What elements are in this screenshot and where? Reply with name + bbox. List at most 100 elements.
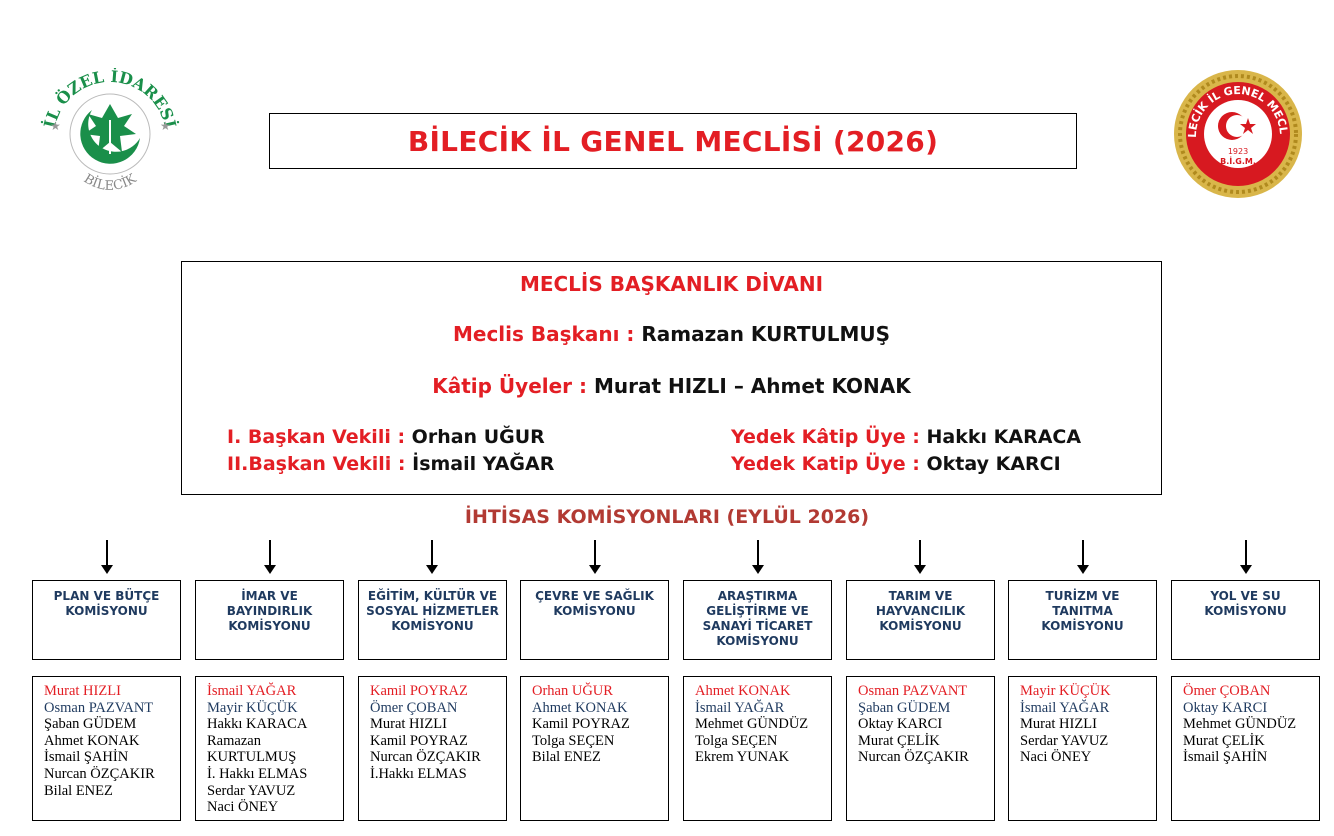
commission-arastirma-gelistirme: ARAŞTIRMA GELİŞTİRME VE SANAYİ TİCARET K… xyxy=(683,580,832,660)
seal-year: 1923 xyxy=(1228,147,1248,156)
bigm-seal-icon: BİLECİK İL GENEL MECLİSİ 1923 B.İ.G.M. xyxy=(1166,55,1302,198)
member-name: KURTULMUŞ xyxy=(207,749,297,766)
member-name: Mayir KÜÇÜK xyxy=(207,699,298,716)
baskan-vekili-1-value: Orhan UĞUR xyxy=(405,426,545,448)
member-name: Nurcan ÖZÇAKIR xyxy=(370,749,481,766)
member-name: İsmail YAĞAR xyxy=(207,683,297,699)
commission-name: ARAŞTIRMA GELİŞTİRME VE SANAYİ TİCARET K… xyxy=(702,589,813,648)
katip-uyeler-label: Kâtip Üyeler : xyxy=(432,374,588,398)
page-title: BİLECİK İL GENEL MECLİSİ (2026) xyxy=(407,124,939,158)
member-name: Mayir KÜÇÜK xyxy=(1020,683,1111,699)
meclis-baskanlik-divani: MECLİS BAŞKANLIK DİVANI Meclis Başkanı :… xyxy=(181,261,1162,495)
member-name: Şaban GÜDEM xyxy=(44,716,137,733)
arrow-down-icon xyxy=(1077,540,1089,574)
page-title-box: BİLECİK İL GENEL MECLİSİ (2026) xyxy=(269,113,1077,169)
commission-cevre-saglik: ÇEVRE VE SAĞLIK KOMİSYONU xyxy=(520,580,669,660)
members-plan-butce: Murat HIZLI Osman PAZVANT Şaban GÜDEM Ah… xyxy=(32,676,181,821)
member-name: Nurcan ÖZÇAKIR xyxy=(44,765,155,782)
baskan-vekili-2-label: II.Başkan Vekili : xyxy=(227,453,406,475)
member-name: Ömer ÇOBAN xyxy=(370,699,458,716)
member-name: İsmail YAĞAR xyxy=(695,699,785,716)
meclis-baskani-label: Meclis Başkanı : xyxy=(452,322,635,346)
svg-text:★: ★ xyxy=(160,119,171,133)
yedek-katip-2: Yedek Katip Üye : Oktay KARCI xyxy=(731,453,1061,475)
ihtisas-komisyonlari-heading: İHTİSAS KOMİSYONLARI (EYLÜL 2026) xyxy=(464,506,870,528)
yedek-katip-1-label: Yedek Kâtip Üye : xyxy=(731,426,920,448)
arrow-down-icon xyxy=(914,540,926,574)
member-name: İsmail YAĞAR xyxy=(1020,699,1110,716)
commission-egitim-kultur: EĞİTİM, KÜLTÜR VE SOSYAL HİZMETLER KOMİS… xyxy=(358,580,507,660)
member-name: Ömer ÇOBAN xyxy=(1183,683,1271,699)
member-name: Osman PAZVANT xyxy=(44,699,154,716)
arrow-down-icon xyxy=(752,540,764,574)
arrow-down-icon xyxy=(426,540,438,574)
member-name: Nurcan ÖZÇAKIR xyxy=(858,749,969,766)
member-name: Tolga SEÇEN xyxy=(532,732,615,749)
member-name: Ramazan xyxy=(207,732,261,749)
seal-abbr: B.İ.G.M. xyxy=(1220,156,1256,166)
commission-name: ÇEVRE VE SAĞLIK KOMİSYONU xyxy=(535,589,654,618)
member-name: Serdar YAVUZ xyxy=(207,782,296,799)
yedek-katip-1-value: Hakkı KARACA xyxy=(919,426,1082,448)
meclis-baskani-value: Ramazan KURTULMUŞ xyxy=(634,322,890,346)
katip-uyeler-value: Murat HIZLI – Ahmet KONAK xyxy=(587,374,911,398)
commission-imar-bayindirlik: İMAR VE BAYINDIRLIK KOMİSYONU xyxy=(195,580,344,660)
yedek-katip-2-value: Oktay KARCI xyxy=(919,453,1061,475)
member-name: Murat ÇELİK xyxy=(1183,732,1265,749)
member-name: Kamil POYRAZ xyxy=(532,716,630,733)
member-name: Bilal ENEZ xyxy=(532,749,601,766)
bigm-seal: BİLECİK İL GENEL MECLİSİ 1923 B.İ.G.M. xyxy=(1166,55,1306,202)
commission-name: EĞİTİM, KÜLTÜR VE SOSYAL HİZMETLER KOMİS… xyxy=(366,589,499,633)
yedek-katip-2-label: Yedek Katip Üye : xyxy=(731,453,920,475)
arrow-down-icon xyxy=(264,540,276,574)
member-name: Şaban GÜDEM xyxy=(858,699,951,716)
member-name: Kamil POYRAZ xyxy=(370,683,468,699)
member-name: İ.Hakkı ELMAS xyxy=(370,765,467,782)
commission-tarim-hayvancilik: TARIM VE HAYVANCILIK KOMİSYONU xyxy=(846,580,995,660)
member-name: Bilal ENEZ xyxy=(44,782,113,799)
members-arastirma-gelistirme: Ahmet KONAK İsmail YAĞAR Mehmet GÜNDÜZ T… xyxy=(683,676,832,821)
members-egitim-kultur: Kamil POYRAZ Ömer ÇOBAN Murat HIZLI Kami… xyxy=(358,676,507,821)
baskan-vekili-2-value: İsmail YAĞAR xyxy=(405,453,555,475)
member-name: Ahmet KONAK xyxy=(532,699,628,716)
baskan-vekili-1-label: I. Başkan Vekili : xyxy=(227,426,406,448)
member-name: Murat HIZLI xyxy=(44,683,121,699)
member-name: Murat HIZLI xyxy=(1020,716,1097,733)
divan-heading: MECLİS BAŞKANLIK DİVANI xyxy=(519,272,824,296)
il-ozel-idaresi-logo-icon: İL ÖZEL İDARESİ BİLECİK ★ ★ xyxy=(39,66,181,194)
member-name: Ahmet KONAK xyxy=(44,732,140,749)
member-name: Orhan UĞUR xyxy=(532,683,613,699)
members-imar-bayindirlik: İsmail YAĞAR Mayir KÜÇÜK Hakkı KARACA Ra… xyxy=(195,676,344,821)
commission-name: TARIM VE HAYVANCILIK KOMİSYONU xyxy=(875,589,966,633)
member-name: Naci ÖNEY xyxy=(1020,749,1092,766)
member-name: Ahmet KONAK xyxy=(695,683,791,699)
commission-plan-butce: PLAN VE BÜTÇE KOMİSYONU xyxy=(32,580,181,660)
member-name: İsmail ŞAHİN xyxy=(44,749,129,766)
member-name: İsmail ŞAHİN xyxy=(1183,749,1268,766)
member-name: Tolga SEÇEN xyxy=(695,732,778,749)
il-ozel-idaresi-logo: İL ÖZEL İDARESİ BİLECİK ★ ★ xyxy=(39,66,181,196)
member-name: Serdar YAVUZ xyxy=(1020,732,1109,749)
katip-uyeler-line: Kâtip Üyeler : Murat HIZLI – Ahmet KONAK xyxy=(182,374,1161,398)
member-name: Murat HIZLI xyxy=(370,716,447,733)
baskan-vekili-1: I. Başkan Vekili : Orhan UĞUR xyxy=(227,426,545,448)
commission-name: TURİZM VE TANITMA KOMİSYONU xyxy=(1041,589,1124,633)
logo-bottom-text: BİLECİK xyxy=(81,171,139,194)
members-cevre-saglik: Orhan UĞUR Ahmet KONAK Kamil POYRAZ Tolg… xyxy=(520,676,669,821)
commission-yol-su: YOL VE SU KOMİSYONU xyxy=(1171,580,1320,660)
arrow-down-icon xyxy=(101,540,113,574)
member-name: Naci ÖNEY xyxy=(207,799,279,816)
member-name: Ekrem YUNAK xyxy=(695,749,790,766)
yedek-katip-1: Yedek Kâtip Üye : Hakkı KARACA xyxy=(731,426,1081,448)
baskan-vekili-2: II.Başkan Vekili : İsmail YAĞAR xyxy=(227,453,554,475)
member-name: Oktay KARCI xyxy=(858,716,943,733)
member-name: Oktay KARCI xyxy=(1183,699,1268,716)
member-name: İ. Hakkı ELMAS xyxy=(207,765,308,782)
arrow-down-icon xyxy=(589,540,601,574)
member-name: Mehmet GÜNDÜZ xyxy=(1183,716,1297,733)
members-yol-su: Ömer ÇOBAN Oktay KARCI Mehmet GÜNDÜZ Mur… xyxy=(1171,676,1320,821)
meclis-baskani-line: Meclis Başkanı : Ramazan KURTULMUŞ xyxy=(182,322,1161,346)
commission-name: İMAR VE BAYINDIRLIK KOMİSYONU xyxy=(226,589,313,633)
commission-turizm-tanitma: TURİZM VE TANITMA KOMİSYONU xyxy=(1008,580,1157,660)
members-turizm-tanitma: Mayir KÜÇÜK İsmail YAĞAR Murat HIZLI Ser… xyxy=(1008,676,1157,821)
